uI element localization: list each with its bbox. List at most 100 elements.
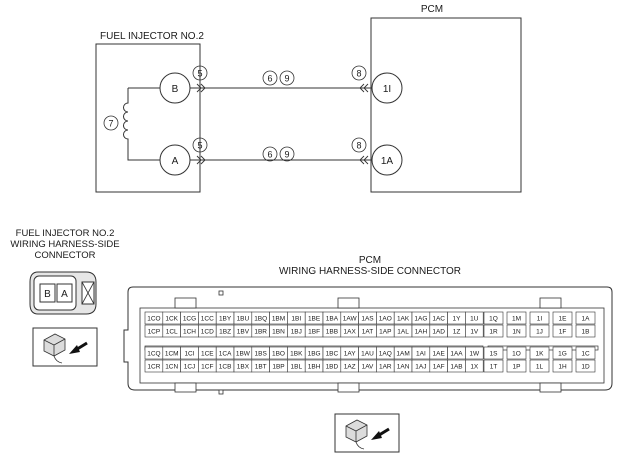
pin-label: 1I — [537, 316, 543, 323]
pin-label: 1AC — [432, 316, 445, 323]
terminal-cell — [39, 283, 56, 303]
pin-label: 1BU — [237, 316, 250, 323]
pin-label: 1CD — [201, 329, 214, 336]
pin-label: 1BV — [237, 329, 250, 336]
pcm-connector-title-2: WIRING HARNESS-SIDE CONNECTOR — [279, 266, 461, 277]
pin-label: 1T — [490, 364, 498, 371]
key-mark — [218, 290, 224, 296]
latch-cross — [81, 281, 95, 305]
pin-cell — [483, 324, 504, 338]
pin-label: 1Z — [453, 329, 461, 336]
injector-title: FUEL INJECTOR NO.2 — [100, 31, 204, 42]
view-icon-wire — [355, 441, 365, 450]
ref-circle-coil — [103, 115, 119, 131]
ref-circle — [351, 65, 367, 81]
pin-label: 1AL — [397, 329, 409, 336]
pin-label: 1AF — [433, 364, 445, 371]
pin-cell — [575, 359, 596, 373]
pin-label: 1AS — [361, 316, 374, 323]
pin-cell — [465, 346, 484, 360]
pin-label: 1AN — [397, 364, 410, 371]
pin-label: 1U — [470, 316, 479, 323]
pin-label: 1F — [559, 329, 567, 336]
pin-label: 1BX — [237, 364, 250, 371]
pin-label: 1C — [581, 351, 590, 358]
pin-b-label: B — [172, 84, 179, 95]
pin-label: 1AO — [379, 316, 392, 323]
injector-connector-face: B A — [29, 271, 97, 315]
pin-label: 1D — [581, 364, 590, 371]
pin-label: 1CP — [148, 329, 161, 336]
pin-cell — [506, 311, 527, 325]
ref-coil: 7 — [108, 119, 113, 129]
pin-label: 1AT — [362, 329, 373, 336]
pin-label: 1CB — [219, 364, 232, 371]
pin-label: 1AW — [343, 316, 358, 323]
pin-label: 1BF — [308, 329, 320, 336]
pin-label: 1AI — [416, 351, 426, 358]
pin-cell — [575, 324, 596, 338]
pin-label: 1BO — [272, 351, 285, 358]
pin-label: 1V — [470, 329, 479, 336]
pin-label: 1AJ — [415, 364, 426, 371]
pin-cell — [575, 311, 596, 325]
pin-label: 1P — [513, 364, 521, 371]
pin-label: 1S — [490, 351, 499, 358]
pcm-connector-inner — [139, 307, 605, 384]
pcm-connector-title-1: PCM — [359, 255, 381, 266]
ref-label: 5 — [197, 141, 202, 151]
pin-label: 1AU — [361, 351, 374, 358]
pin-label: 1B — [582, 329, 590, 336]
pin-label: 1O — [512, 351, 521, 358]
pin-label: 1BP — [272, 364, 284, 371]
pcm-box — [370, 17, 522, 193]
ref-circle — [351, 137, 367, 153]
ref-circle — [262, 146, 278, 162]
view-icon-wire — [53, 355, 63, 364]
pcm-title: PCM — [421, 4, 443, 15]
pin-label: 1CK — [165, 316, 178, 323]
pin-cell — [529, 324, 550, 338]
pin-label: 1A — [582, 316, 591, 323]
ref-circle — [192, 65, 208, 81]
ref-circle — [279, 146, 295, 162]
pin-cell — [552, 324, 573, 338]
pin-cell — [575, 346, 596, 360]
pin-cell — [506, 324, 527, 338]
pin-label: 1K — [536, 351, 545, 358]
pin-label: 1AR — [379, 364, 392, 371]
terminal-cell — [56, 283, 73, 303]
connector-view-icon — [32, 327, 98, 367]
pin-label: 1AK — [397, 316, 410, 323]
pin-label: 1AV — [362, 364, 374, 371]
injector-connector-title-3: CONNECTOR — [34, 250, 95, 261]
ref-label: 6 — [267, 74, 272, 84]
pin-label: 1CM — [165, 351, 179, 358]
ref-label: 9 — [284, 74, 289, 84]
pin-label: 1CE — [201, 351, 214, 358]
chevron-top-right-icon — [359, 83, 369, 93]
latch-tab — [174, 297, 197, 309]
pin-cell — [529, 311, 550, 325]
pin-cell — [483, 359, 504, 373]
ref-label: 8 — [356, 141, 361, 151]
pin-label: 1AB — [450, 364, 462, 371]
ref-circle — [279, 70, 295, 86]
pin-a-label: A — [172, 156, 179, 167]
key-mark — [218, 389, 224, 395]
ref-label: 5 — [197, 69, 202, 79]
pin-label: 1BL — [291, 364, 303, 371]
pin-label: 1BW — [236, 351, 251, 358]
pin-label: 1CI — [184, 351, 194, 358]
view-arrow-head — [69, 345, 80, 354]
ref-circle — [262, 70, 278, 86]
pin-label: 1AD — [432, 329, 445, 336]
view-arrow-head — [371, 431, 382, 440]
pin-label: 1BC — [326, 351, 339, 358]
chevron-bottom-right-icon — [359, 155, 369, 165]
latch-tab — [539, 382, 562, 393]
pin-cell — [506, 346, 527, 360]
ref-label: 6 — [267, 150, 272, 160]
pin-label: 1AZ — [344, 364, 356, 371]
